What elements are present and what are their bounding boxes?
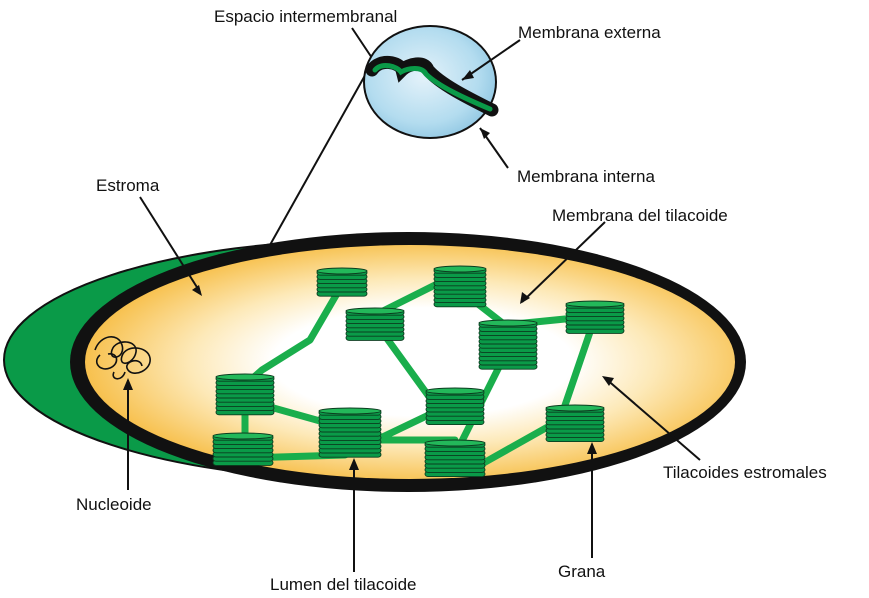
label-intermembrane-space: Espacio intermembranal [214, 7, 397, 26]
granum-stack [546, 405, 604, 442]
granum-top [426, 388, 484, 394]
granum-top [346, 308, 404, 314]
label-thylakoid-membrane: Membrana del tilacoide [552, 206, 728, 225]
granum-stack [426, 388, 484, 425]
granum-top [216, 374, 274, 380]
granum-stack [319, 408, 381, 457]
granum-stack [566, 301, 624, 333]
granum-top [317, 268, 367, 274]
label-outer-membrane: Membrana externa [518, 23, 661, 42]
granum-top [213, 433, 273, 439]
granum-stack [425, 440, 485, 477]
granum-stack [317, 268, 367, 296]
label-stromal-thylakoids: Tilacoides estromales [663, 463, 827, 482]
granum-top [434, 266, 486, 272]
granum-top [319, 408, 381, 414]
label-thylakoid-lumen: Lumen del tilacoide [270, 575, 416, 594]
granum-stack [434, 266, 486, 307]
arrowhead [480, 128, 490, 139]
granum-top [479, 320, 537, 326]
granum-stack [216, 374, 274, 415]
granum-stack [346, 308, 404, 340]
label-stroma: Estroma [96, 176, 160, 195]
granum-top [425, 440, 485, 446]
stroma-region [85, 245, 735, 479]
zoom-line [270, 70, 368, 245]
granum-stack [479, 320, 537, 369]
granum-top [546, 405, 604, 411]
zoom-bubble [364, 26, 496, 138]
label-nucleoid: Nucleoide [76, 495, 152, 514]
label-grana: Grana [558, 562, 606, 581]
label-inner-membrane: Membrana interna [517, 167, 656, 186]
granum-top [566, 301, 624, 307]
granum-stack [213, 433, 273, 465]
